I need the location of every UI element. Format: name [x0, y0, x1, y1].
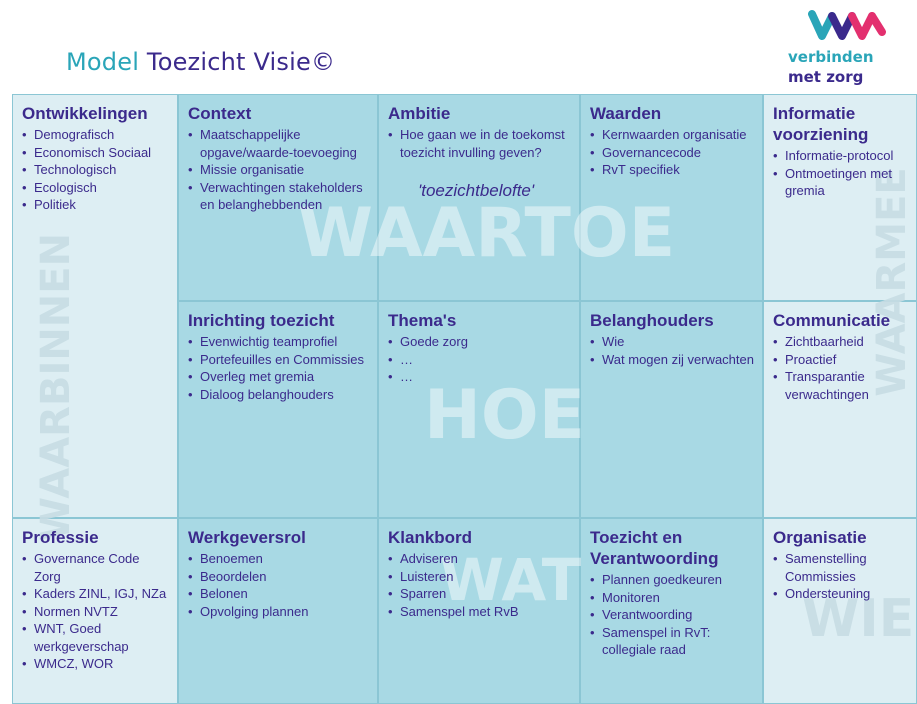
list-item: Kernwaarden organisatie — [590, 126, 754, 144]
list-item: Monitoren — [590, 589, 754, 607]
list-item: Missie organisatie — [188, 161, 369, 179]
cell-toezicht-verantwoording: Toezicht en Verantwoording Plannen goedk… — [580, 518, 763, 704]
list-item: Evenwichtig teamprofiel — [188, 333, 369, 351]
list-item: Wat mogen zij verwachten — [590, 351, 754, 369]
list-item: Samenspel met RvB — [388, 603, 571, 621]
list-item: Samenstelling Commissies — [773, 550, 908, 585]
logo-wave-icon — [808, 10, 886, 40]
list-item: Dialoog belanghouders — [188, 386, 369, 404]
list-item: Governance Code Zorg — [22, 550, 169, 585]
cell-list: Goede zorg … … — [388, 333, 571, 386]
cell-klankbord: Klankbord Adviseren Luisteren Sparren Sa… — [378, 518, 580, 704]
cell-title: Werkgeversrol — [188, 528, 306, 547]
list-item: Samenspel in RvT: collegiale raad — [590, 624, 754, 659]
list-item: Politiek — [22, 196, 169, 214]
list-item: Ondersteuning — [773, 585, 908, 603]
list-item: Hoe gaan we in de toekomst toezicht invu… — [388, 126, 571, 161]
list-item: … — [388, 368, 571, 386]
cell-informatie-voorziening: Informatie voorziening Informatie-protoc… — [763, 94, 917, 301]
list-item: … — [388, 351, 571, 369]
cell-ambitie: Ambitie Hoe gaan we in de toekomst toezi… — [378, 94, 580, 301]
cell-list: Informatie-protocol Ontmoetingen met gre… — [773, 147, 908, 200]
cell-list: Adviseren Luisteren Sparren Samenspel me… — [388, 550, 571, 620]
cell-list: Maatschappelijke opgave/waarde-toevoegin… — [188, 126, 369, 214]
list-item: Portefeuilles en Commissies — [188, 351, 369, 369]
list-item: Maatschappelijke opgave/waarde-toevoegin… — [188, 126, 369, 161]
list-item: Goede zorg — [388, 333, 571, 351]
cell-list: Samenstelling Commissies Ondersteuning — [773, 550, 908, 603]
cell-title: Organisatie — [773, 528, 867, 547]
title-toezicht-visie: Toezicht Visie© — [146, 48, 336, 76]
logo-line-2: met zorg — [788, 68, 864, 86]
list-item: Wie — [590, 333, 754, 351]
list-item: Normen NVTZ — [22, 603, 169, 621]
logo: verbinden met zorg — [786, 6, 896, 90]
list-item: WNT, Goed werkgeverschap — [22, 620, 169, 655]
list-item: Economisch Sociaal — [22, 144, 169, 162]
cell-title: Context — [188, 104, 252, 123]
list-item: Kaders ZINL, IGJ, NZa — [22, 585, 169, 603]
cell-organisatie: Organisatie Samenstelling Commissies Ond… — [763, 518, 917, 704]
cell-communicatie: Communicatie Zichtbaarheid Proactief Tra… — [763, 301, 917, 518]
list-item: Governancecode — [590, 144, 754, 162]
title-model: Model — [66, 48, 140, 76]
cell-title: Professie — [22, 528, 99, 547]
cell-list: Benoemen Beoordelen Belonen Opvolging pl… — [188, 550, 369, 620]
cell-context: Context Maatschappelijke opgave/waarde-t… — [178, 94, 378, 301]
list-item: Verwachtingen stakeholders en belanghebb… — [188, 179, 369, 214]
cell-list: Hoe gaan we in de toekomst toezicht invu… — [388, 126, 571, 161]
cell-waarden: Waarden Kernwaarden organisatie Governan… — [580, 94, 763, 301]
cell-title: Klankbord — [388, 528, 473, 547]
list-item: Sparren — [388, 585, 571, 603]
list-item: RvT specifiek — [590, 161, 754, 179]
list-item: Beoordelen — [188, 568, 369, 586]
list-item: Overleg met gremia — [188, 368, 369, 386]
list-item: WMCZ, WOR — [22, 655, 169, 673]
cell-list: Evenwichtig teamprofiel Portefeuilles en… — [188, 333, 369, 403]
cell-title: Ontwikkelingen — [22, 104, 148, 123]
cell-list: Zichtbaarheid Proactief Transparantie ve… — [773, 333, 908, 403]
cell-title: Toezicht en Verantwoording — [590, 528, 719, 568]
cell-title: Thema's — [388, 311, 457, 330]
cell-list: Wie Wat mogen zij verwachten — [590, 333, 754, 368]
cell-list: Kernwaarden organisatie Governancecode R… — [590, 126, 754, 179]
cell-title: Waarden — [590, 104, 662, 123]
cell-ontwikkelingen: Ontwikkelingen Demografisch Economisch S… — [12, 94, 178, 518]
cell-werkgeversrol: Werkgeversrol Benoemen Beoordelen Belone… — [178, 518, 378, 704]
cell-list: Plannen goedkeuren Monitoren Verantwoord… — [590, 571, 754, 659]
logo-line-1: verbinden — [788, 48, 874, 66]
list-item: Belonen — [188, 585, 369, 603]
list-item: Benoemen — [188, 550, 369, 568]
cell-title: Ambitie — [388, 104, 451, 123]
list-item: Adviseren — [388, 550, 571, 568]
cell-belanghouders: Belanghouders Wie Wat mogen zij verwacht… — [580, 301, 763, 518]
list-item: Technologisch — [22, 161, 169, 179]
list-item: Transparantie verwachtingen — [773, 368, 908, 403]
list-item: Ecologisch — [22, 179, 169, 197]
list-item: Opvolging plannen — [188, 603, 369, 621]
list-item: Verantwoording — [590, 606, 754, 624]
cell-themas: Thema's Goede zorg … … — [378, 301, 580, 518]
cell-title: Belanghouders — [590, 311, 714, 330]
ambitie-tagline: 'toezichtbelofte' — [418, 181, 535, 200]
cell-inrichting-toezicht: Inrichting toezicht Evenwichtig teamprof… — [178, 301, 378, 518]
list-item: Demografisch — [22, 126, 169, 144]
cell-title: Communicatie — [773, 311, 891, 330]
page-title: Model Toezicht Visie© — [66, 48, 335, 76]
cell-list: Demografisch Economisch Sociaal Technolo… — [22, 126, 169, 214]
list-item: Informatie-protocol — [773, 147, 908, 165]
cell-title: Inrichting toezicht — [188, 311, 335, 330]
cell-professie: Professie Governance Code Zorg Kaders ZI… — [12, 518, 178, 704]
model-grid: WAARBINNEN WAARTOE HOE WAT WAARMEE WIE O… — [12, 94, 917, 704]
list-item: Plannen goedkeuren — [590, 571, 754, 589]
cell-title: Informatie voorziening — [773, 104, 869, 144]
list-item: Luisteren — [388, 568, 571, 586]
cell-list: Governance Code Zorg Kaders ZINL, IGJ, N… — [22, 550, 169, 673]
list-item: Proactief — [773, 351, 908, 369]
list-item: Zichtbaarheid — [773, 333, 908, 351]
list-item: Ontmoetingen met gremia — [773, 165, 908, 200]
